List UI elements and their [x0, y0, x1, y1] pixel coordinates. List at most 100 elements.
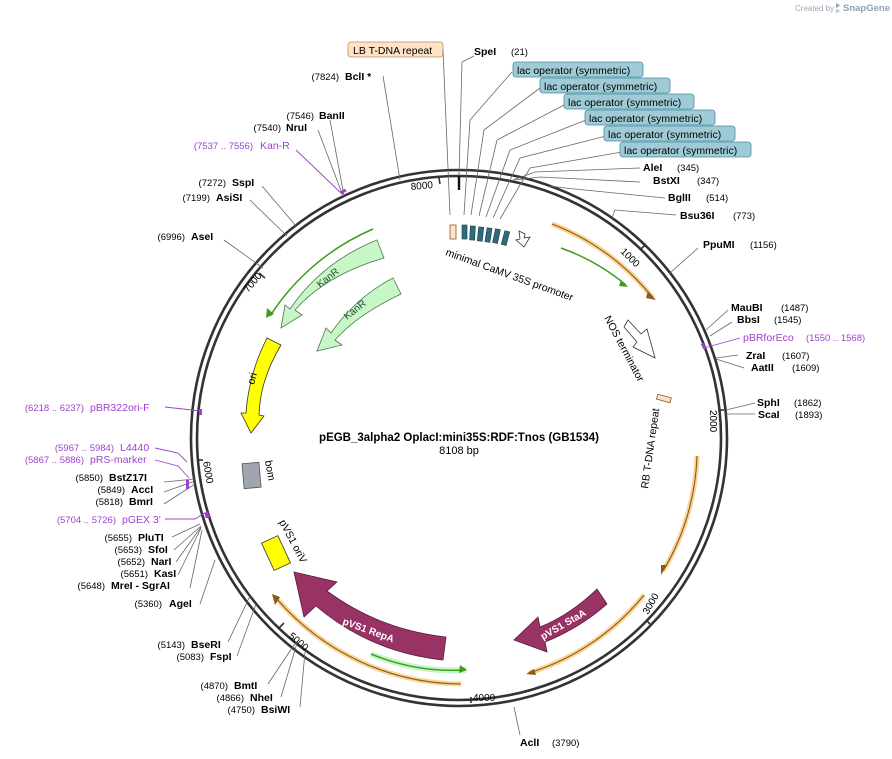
svg-text:lac operator (symmetric): lac operator (symmetric): [608, 129, 721, 141]
svg-text:(5648): (5648): [78, 581, 105, 592]
enzyme-label-nrui[interactable]: (7540)NruI: [254, 122, 308, 134]
svg-text:BanII: BanII: [319, 110, 345, 122]
pvs1-oriv-feature[interactable]: [260, 535, 292, 571]
primer-label-kan-r[interactable]: (7537 .. 7556)Kan-R: [194, 140, 290, 152]
enzyme-label-zrai[interactable]: ZraI(1607): [746, 350, 809, 362]
enzyme-label-alei[interactable]: AleI(345): [643, 162, 699, 174]
enzyme-label-agei[interactable]: (5360)AgeI: [135, 598, 192, 610]
svg-text:ZraI: ZraI: [746, 350, 765, 362]
svg-text:ScaI: ScaI: [758, 409, 780, 421]
enzyme-label-pluti[interactable]: (5655)PluTI: [105, 532, 164, 544]
enzyme-label-nari[interactable]: (5652)NarI: [118, 556, 172, 568]
enzyme-label-acci[interactable]: (5849)AccI: [98, 484, 154, 496]
enzyme-label-bsu36i[interactable]: Bsu36I(773): [680, 210, 755, 222]
enzyme-label-acli[interactable]: AclI(3790): [520, 737, 579, 749]
svg-text:(3790): (3790): [552, 738, 579, 749]
lb-tdna-repeat-feature[interactable]: [449, 224, 457, 240]
enzyme-label-sfoi[interactable]: (5653)SfoI: [115, 544, 168, 556]
lac-operator-label-2[interactable]: lac operator (symmetric): [539, 77, 671, 94]
primer-label-pbr322ori-f[interactable]: (6218 .. 6237) pBR322ori-F: [25, 402, 150, 414]
primer-label-pgex-3[interactable]: (5704 .. 5726)pGEX 3': [57, 514, 161, 526]
svg-text:SpeI: SpeI: [474, 46, 496, 58]
plasmid-name: pEGB_3alpha2 OplacI:mini35S:RDF:Tnos (GB…: [319, 432, 599, 444]
minimal-camv-35s-promoter-arrow[interactable]: [515, 230, 531, 248]
enzyme-label-sspi[interactable]: (7272)SspI: [199, 177, 255, 189]
enzyme-label-kasi[interactable]: (5651)KasI: [121, 568, 177, 580]
enzyme-label-sphi[interactable]: SphI(1862): [757, 397, 821, 409]
lac-operator-label-5[interactable]: lac operator (symmetric): [603, 125, 736, 142]
svg-text:AatII: AatII: [751, 362, 774, 374]
pvs1-repa-arrow[interactable]: [293, 571, 447, 661]
svg-text:(6218 .. 6237): (6218 .. 6237): [25, 403, 84, 414]
primer-marks: [186, 188, 707, 519]
enzyme-label-bmti[interactable]: (4870)BmtI: [201, 680, 258, 692]
snapgene-logo-icon: [836, 3, 840, 14]
ori-arrow[interactable]: [240, 337, 282, 434]
enzyme-label-maubi[interactable]: MauBI(1487): [731, 302, 808, 314]
lac-operator-label-6[interactable]: lac operator (symmetric): [619, 141, 752, 158]
lb-tdna-repeat-label[interactable]: LB T-DNA repeat: [347, 41, 444, 58]
enzyme-label-bcli[interactable]: (7824)BclI *: [312, 71, 373, 83]
enzyme-label-bstxi[interactable]: BstXI(347): [653, 175, 719, 187]
ori-label: ori: [245, 371, 260, 385]
enzyme-label-bglii[interactable]: BglII(514): [668, 192, 728, 204]
svg-text:(4870): (4870): [201, 681, 228, 692]
svg-text:lac operator (symmetric): lac operator (symmetric): [517, 65, 630, 77]
enzyme-label-aatii[interactable]: AatII (1609): [751, 362, 819, 374]
svg-text:pBR322ori-F: pBR322ori-F: [90, 402, 150, 414]
enzyme-label-bstz17i[interactable]: (5850)BstZ17I: [76, 472, 147, 484]
credit-brand: SnapGene: [843, 3, 890, 14]
rb-tdna-repeat-label: RB T-DNA repeat: [639, 408, 662, 490]
enzyme-label-spei[interactable]: SpeI (21): [474, 46, 528, 58]
svg-text:BsiWI: BsiWI: [261, 704, 290, 716]
svg-text:(773): (773): [733, 211, 755, 222]
enzyme-label-banii[interactable]: (7546)BanII: [287, 110, 345, 122]
svg-text:AgeI: AgeI: [169, 598, 192, 610]
enzyme-label-mrei-sgrai[interactable]: (5648)MreI - SgrAI: [78, 580, 170, 592]
enzyme-label-asei[interactable]: (6996)AseI: [158, 231, 214, 243]
green-arrow-1: [560, 247, 627, 286]
kanr-arrow-1[interactable]: [280, 239, 385, 329]
lac-operator-features[interactable]: [461, 224, 511, 246]
bom-feature[interactable]: [241, 461, 262, 490]
svg-text:lac operator (symmetric): lac operator (symmetric): [568, 97, 681, 109]
enzyme-label-bbsi[interactable]: BbsI(1545): [737, 314, 801, 326]
tick-label-4000: 4000: [473, 693, 496, 704]
svg-text:pBRforEco: pBRforEco: [743, 332, 794, 344]
pvs1-staa-arrow[interactable]: [513, 588, 608, 653]
svg-text:(5850): (5850): [76, 473, 103, 484]
kanr-arrow-2[interactable]: [316, 277, 402, 352]
svg-text:(345): (345): [677, 163, 699, 174]
svg-text:AccI: AccI: [131, 484, 153, 496]
svg-text:(5083): (5083): [177, 652, 204, 663]
enzyme-label-bsiwi[interactable]: (4750)BsiWI: [228, 704, 291, 716]
svg-text:(1893): (1893): [795, 410, 822, 421]
svg-text:PpuMI: PpuMI: [703, 239, 735, 251]
kanr-green-line-1: [269, 228, 374, 317]
lac-operator-label-4[interactable]: lac operator (symmetric): [584, 109, 716, 126]
svg-text:SspI: SspI: [232, 177, 254, 189]
plasmid-size: 8108 bp: [439, 445, 479, 457]
enzyme-label-fspi[interactable]: (5083)FspI: [177, 651, 232, 663]
enzyme-label-scai[interactable]: ScaI (1893): [758, 409, 822, 421]
svg-text:(514): (514): [706, 193, 728, 204]
svg-text:(1545): (1545): [774, 315, 801, 326]
svg-text:BstXI: BstXI: [653, 175, 680, 187]
enzyme-label-ppumi[interactable]: PpuMI(1156): [703, 239, 777, 251]
rb-tdna-repeat-feature[interactable]: [655, 393, 672, 404]
svg-text:(21): (21): [511, 47, 528, 58]
tick-label-2000: 2000: [707, 410, 718, 433]
primer-label-l4440[interactable]: (5967 .. 5984)L4440: [55, 442, 150, 454]
lac-operator-label-3[interactable]: lac operator (symmetric): [563, 93, 695, 110]
svg-text:lac operator (symmetric): lac operator (symmetric): [544, 81, 657, 93]
enzyme-label-asisi[interactable]: (7199)AsiSI: [183, 192, 243, 204]
primer-label-pbrforeco[interactable]: pBRforEco(1550 .. 1568): [743, 332, 865, 344]
svg-text:(1609): (1609): [792, 363, 819, 374]
svg-text:(4866): (4866): [217, 693, 244, 704]
lac-operator-label-1[interactable]: lac operator (symmetric): [512, 61, 644, 78]
enzyme-label-bseri[interactable]: (5143)BseRI: [158, 639, 221, 651]
nos-terminator-arrow[interactable]: [623, 319, 656, 359]
enzyme-label-bmri[interactable]: (5818)BmrI: [96, 496, 153, 508]
primer-label-prs-marker[interactable]: (5867 .. 5886)pRS-marker: [25, 454, 147, 466]
enzyme-label-nhei[interactable]: (4866)NheI: [217, 692, 273, 704]
